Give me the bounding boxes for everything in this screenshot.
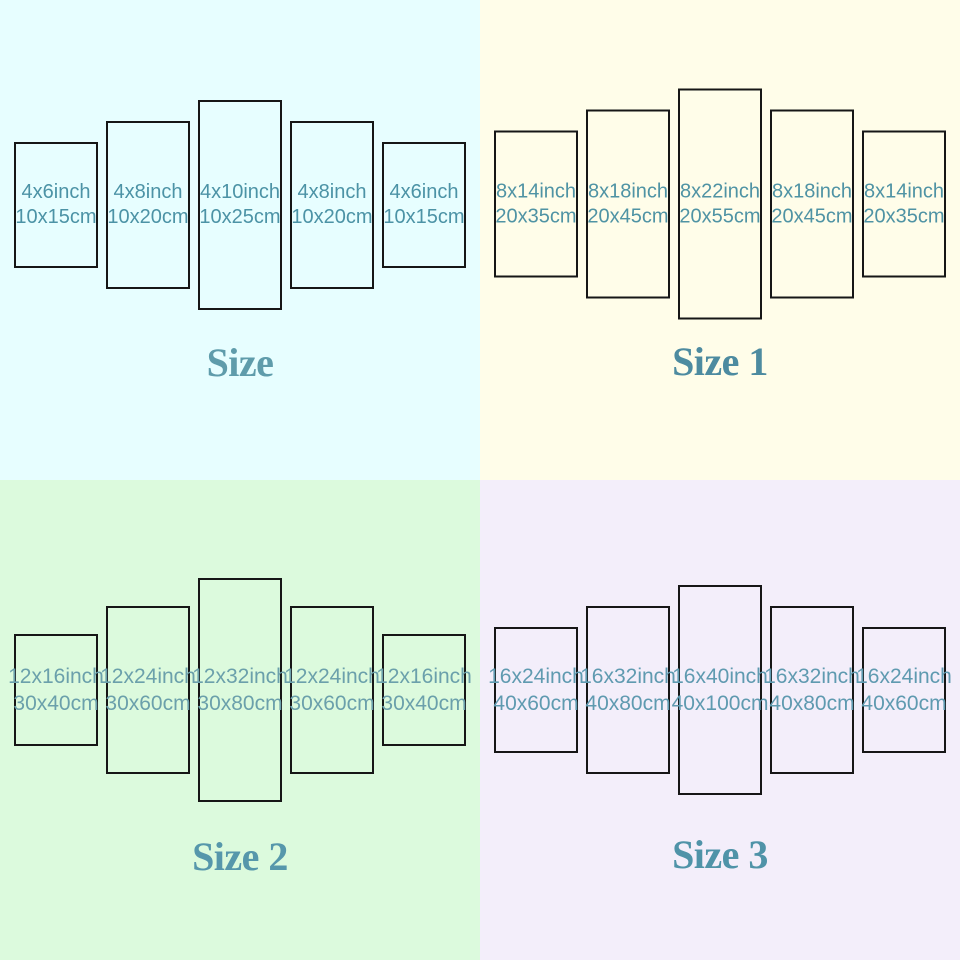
panel-size-inch-label: 4x10inch xyxy=(199,181,281,203)
size-panel: 12x16inch 30x40cm xyxy=(8,634,104,746)
panel-size-cm-label: 10x20cm xyxy=(291,206,373,228)
size-panel: 4x8inch 10x20cm xyxy=(106,121,190,289)
panel-size-cm-label: 40x80cm xyxy=(769,692,855,715)
panel-size-cm-label: 30x40cm xyxy=(13,692,99,715)
size-panel: 12x16inch 30x40cm xyxy=(376,634,472,746)
panel-size-inch-label: 4x8inch xyxy=(297,181,367,203)
panel-size-inch-label: 12x32inch xyxy=(192,665,288,688)
panel-size-inch-label: 4x8inch xyxy=(113,181,183,203)
size-panel: 4x8inch 10x20cm xyxy=(290,121,374,289)
size-panel: 16x24inch 40x60cm xyxy=(856,627,952,753)
panel-size-cm-label: 10x15cm xyxy=(15,206,97,228)
size-panel: 8x18inch 20x45cm xyxy=(586,109,670,299)
size-panel: 4x6inch 10x15cm xyxy=(14,142,98,268)
panel-size-cm-label: 40x60cm xyxy=(493,692,579,715)
panel-size-cm-label: 40x80cm xyxy=(585,692,671,715)
size-panel: 16x32inch 40x80cm xyxy=(580,606,676,774)
size-panel: 16x40inch 40x100cm xyxy=(672,585,768,795)
size-panel: 8x18inch 20x45cm xyxy=(770,109,854,299)
quadrant-title: Size 1 xyxy=(672,339,768,384)
panel-size-cm-label: 30x60cm xyxy=(105,692,191,715)
panel-size-cm-label: 30x60cm xyxy=(289,692,375,715)
quadrant-size-1: 8x14inch 20x35cm 8x18inch 20x45cm 8x22inch 20… xyxy=(480,0,960,480)
panel-row: 4x6inch 10x15cm 4x8inch 10x20cm 4x10inch 10x2… xyxy=(0,100,480,310)
panel-size-cm-label: 10x15cm xyxy=(383,206,465,228)
panel-size-cm-label: 40x60cm xyxy=(861,692,947,715)
panel-size-cm-label: 30x80cm xyxy=(197,692,283,715)
panel-size-inch-label: 4x6inch xyxy=(389,181,459,203)
panel-size-cm-label: 40x100cm xyxy=(671,692,769,715)
panel-size-inch-label: 8x18inch xyxy=(587,180,669,202)
size-panel: 4x6inch 10x15cm xyxy=(382,142,466,268)
panel-size-cm-label: 20x35cm xyxy=(863,205,945,227)
quadrant-title: Size 3 xyxy=(672,832,768,877)
panel-size-cm-label: 20x45cm xyxy=(771,205,853,227)
size-panel: 16x32inch 40x80cm xyxy=(764,606,860,774)
size-panel: 16x24inch 40x60cm xyxy=(488,627,584,753)
size-panel: 8x14inch 20x35cm xyxy=(494,130,578,278)
panel-size-cm-label: 10x20cm xyxy=(107,206,189,228)
quadrant-size: 4x6inch 10x15cm 4x8inch 10x20cm 4x10inch 10x2… xyxy=(0,0,480,480)
panel-size-inch-label: 8x22inch xyxy=(679,180,761,202)
panel-size-inch-label: 12x24inch xyxy=(100,665,196,688)
panel-size-inch-label: 8x18inch xyxy=(771,180,853,202)
panel-row: 8x14inch 20x35cm 8x18inch 20x45cm 8x22inch 20… xyxy=(480,88,960,320)
panel-size-inch-label: 12x24inch xyxy=(284,665,380,688)
panel-size-inch-label: 12x16inch xyxy=(8,665,104,688)
panel-size-inch-label: 16x24inch xyxy=(856,665,952,688)
size-panel: 12x24inch 30x60cm xyxy=(284,606,380,774)
panel-size-inch-label: 12x16inch xyxy=(376,665,472,688)
size-panel: 12x32inch 30x80cm xyxy=(192,578,288,802)
panel-size-inch-label: 8x14inch xyxy=(495,180,577,202)
size-panel: 8x14inch 20x35cm xyxy=(862,130,946,278)
panel-size-cm-label: 10x25cm xyxy=(199,206,281,228)
panel-size-cm-label: 20x45cm xyxy=(587,205,669,227)
panel-size-inch-label: 8x14inch xyxy=(863,180,945,202)
size-panel: 12x24inch 30x60cm xyxy=(100,606,196,774)
panel-size-inch-label: 4x6inch xyxy=(21,181,91,203)
panel-size-inch-label: 16x32inch xyxy=(580,665,676,688)
size-panel: 4x10inch 10x25cm xyxy=(198,100,282,310)
panel-size-cm-label: 20x55cm xyxy=(679,205,761,227)
panel-size-cm-label: 20x35cm xyxy=(495,205,577,227)
panel-size-inch-label: 16x32inch xyxy=(764,665,860,688)
quadrant-title: Size xyxy=(206,340,274,385)
panel-size-cm-label: 30x40cm xyxy=(381,692,467,715)
panel-size-inch-label: 16x24inch xyxy=(488,665,584,688)
panel-size-inch-label: 16x40inch xyxy=(672,665,768,688)
size-panel: 8x22inch 20x55cm xyxy=(678,88,762,320)
quadrant-title: Size 2 xyxy=(192,834,288,879)
